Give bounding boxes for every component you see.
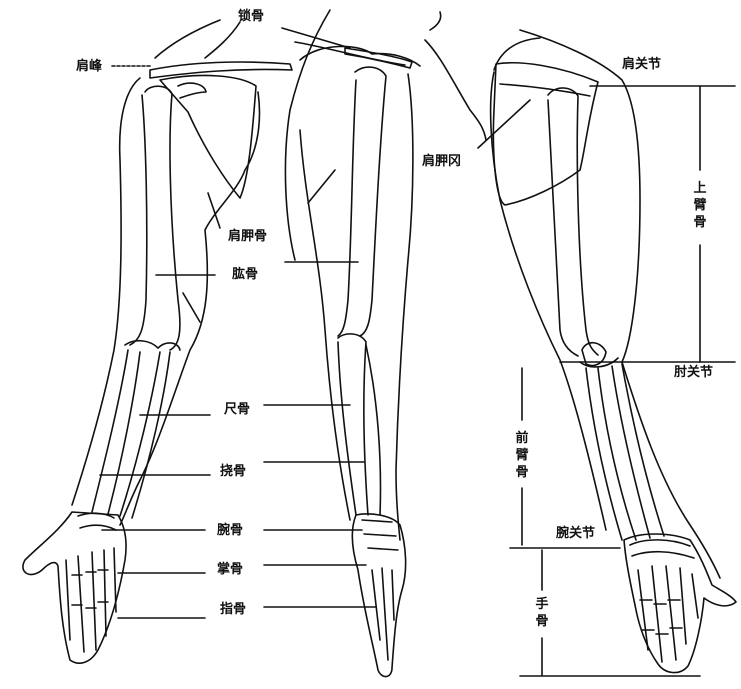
label-radius: 挠骨 [220,465,246,478]
right-humerus [548,88,598,355]
left-scapula [160,75,256,198]
middle-humerus [355,67,386,336]
label-forearm: 前臂骨 [514,430,530,481]
left-hand [23,512,126,663]
right-arm-back-view [478,30,736,676]
label-elbow-joint: 肘关节 [674,366,713,379]
label-humerus: 肱骨 [232,268,258,281]
label-clavicle: 锁骨 [238,10,264,23]
middle-arm-side-view [264,10,486,677]
label-metacarpals: 掌骨 [217,563,243,576]
label-hand: 手骨 [534,596,550,630]
middle-forearm [338,334,368,515]
label-scapula: 肩胛骨 [228,230,267,243]
label-ulna: 尺骨 [224,403,250,416]
label-acromion: 肩峰 [76,60,102,73]
label-scapular-region: 肩胛冈 [422,155,461,168]
middle-hand [352,514,405,677]
label-shoulder-joint: 肩关节 [622,58,661,71]
left-arm-front-view [23,20,292,663]
label-carpals: 腕骨 [217,524,243,537]
label-phalanges: 指骨 [220,603,246,616]
label-wrist-joint: 腕关节 [556,527,595,540]
left-humerus [145,86,180,350]
label-upper-arm: 上臂骨 [692,180,708,231]
left-ulna [92,350,128,512]
